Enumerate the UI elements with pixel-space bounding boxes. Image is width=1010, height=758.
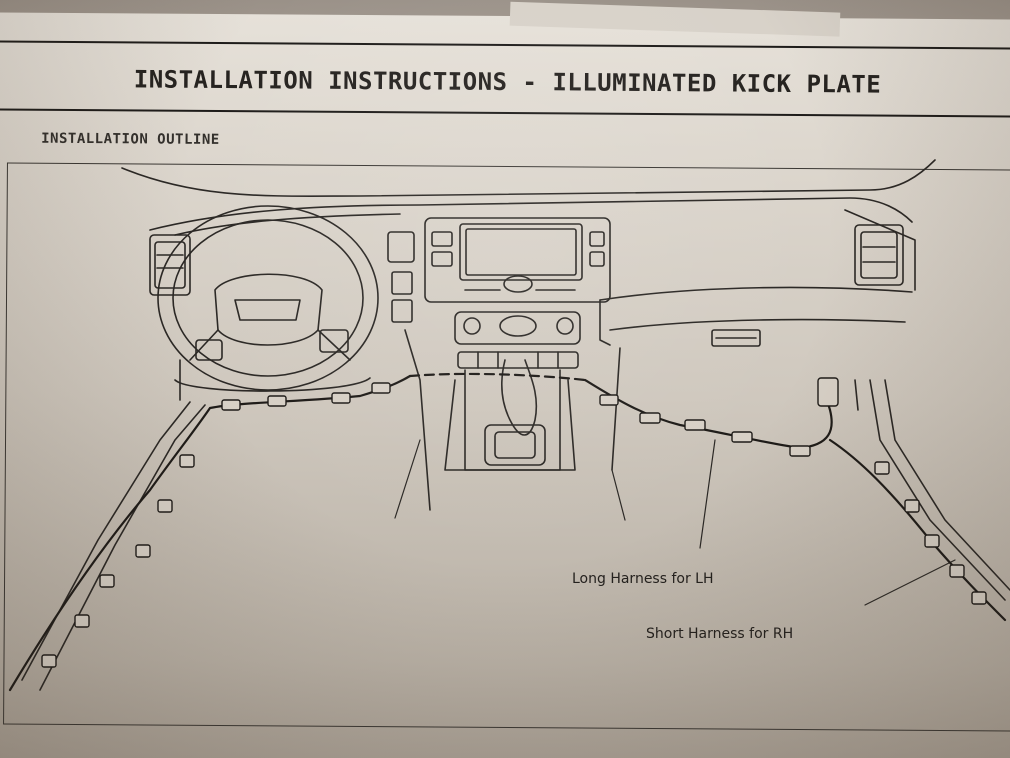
right-door-sill <box>854 379 1010 601</box>
left-door-sill <box>21 359 206 691</box>
right-air-vent <box>854 224 904 286</box>
short-harness-label: Short Harness for RH <box>646 626 794 642</box>
shifter-console <box>444 359 576 471</box>
center-stack <box>424 217 611 303</box>
long-harness-wire <box>8 374 412 692</box>
floor-lines <box>394 439 956 606</box>
glovebox-handle <box>711 329 761 347</box>
dashboard-outline <box>121 159 936 511</box>
harness-clips <box>41 377 987 668</box>
climate-controls <box>454 311 581 369</box>
harness-dashed-section <box>408 372 587 382</box>
long-harness-label: Long Harness for LH <box>572 571 714 587</box>
steering-wheel <box>157 205 379 392</box>
switch-panel <box>387 231 415 323</box>
left-air-vent <box>149 234 191 296</box>
